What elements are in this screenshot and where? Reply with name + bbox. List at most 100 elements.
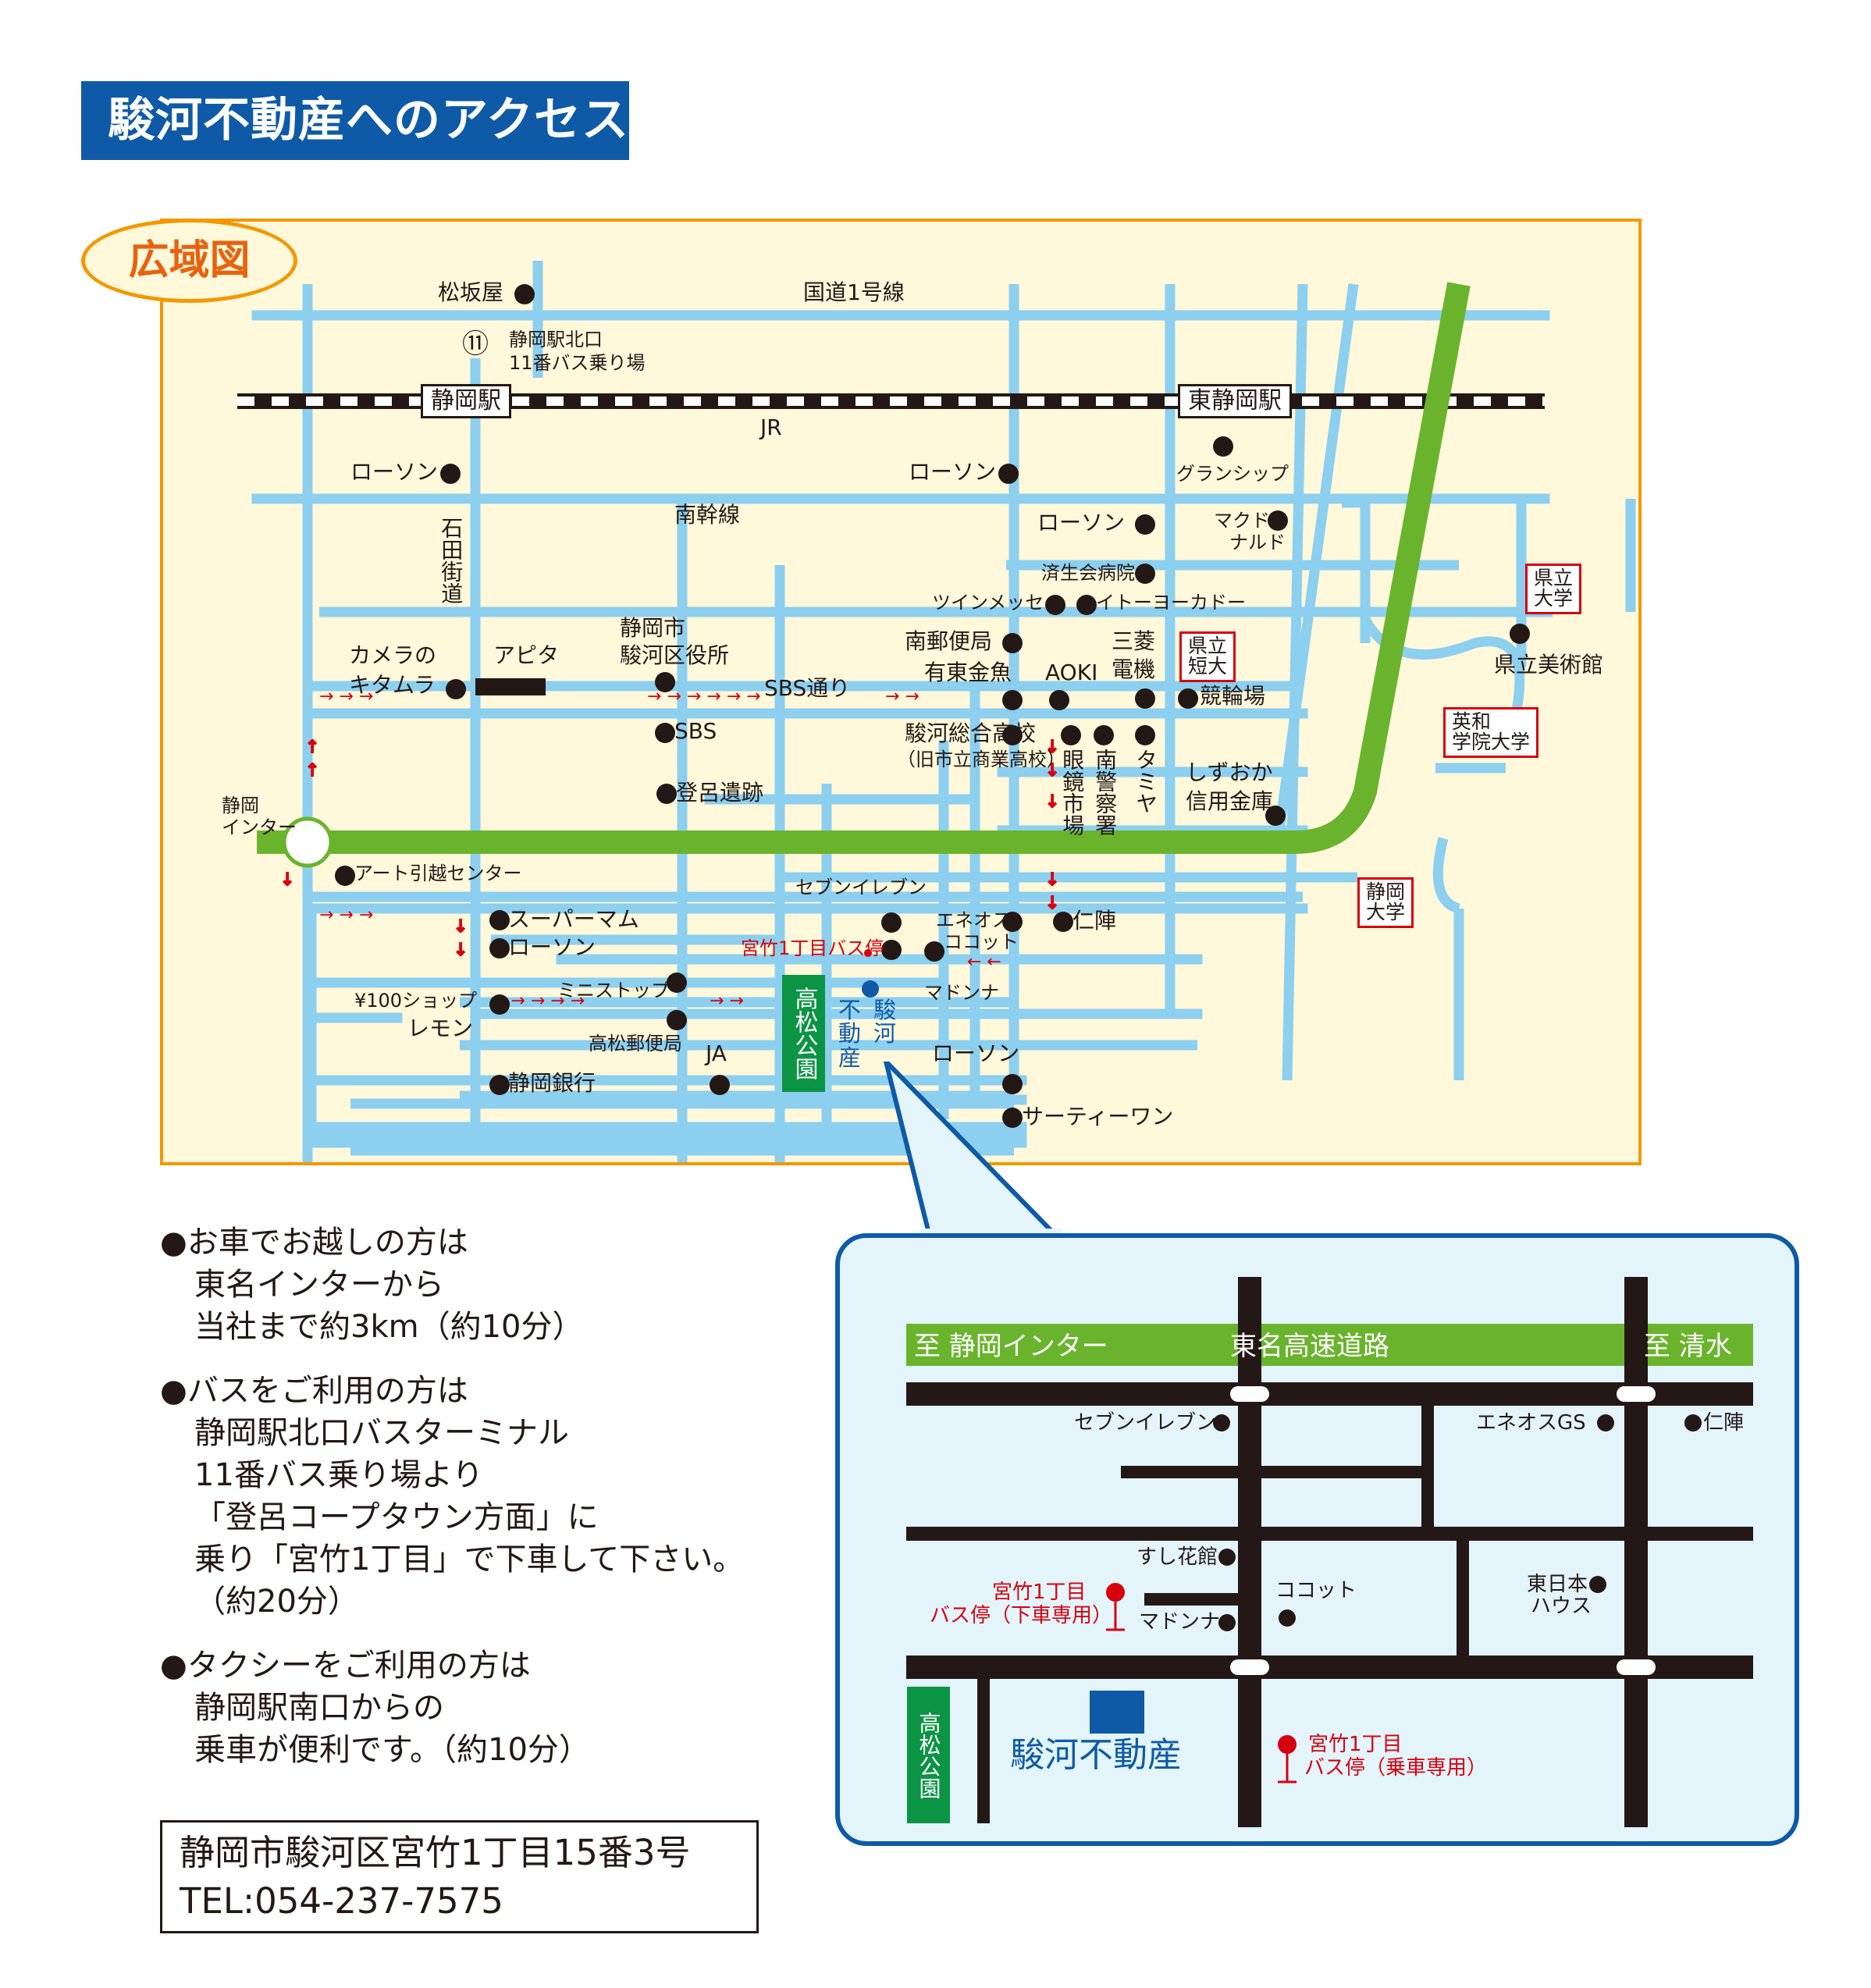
place-cocotte: ココット <box>1275 1579 1357 1602</box>
place-dot <box>335 866 355 886</box>
bus-stop-north-no: 11番バス乗り場 <box>509 352 646 374</box>
place-post-office: 南郵便局 <box>905 628 993 654</box>
place-police: 南警察署 <box>1092 749 1119 836</box>
place-dot <box>1045 595 1065 615</box>
place-art: アート引越センター <box>354 862 522 884</box>
place-city-office: 静岡市 <box>620 615 686 641</box>
place-dot <box>1002 1074 1023 1094</box>
place-camera: カメラの <box>349 642 437 668</box>
place-dot <box>1053 912 1073 932</box>
place-dot <box>1061 725 1081 745</box>
detail-map: 至 静岡インター 東名高速道路 至 清水 セブンイレブン エネオスGS 仁陣 す… <box>835 1233 1799 1846</box>
place-dot <box>1135 688 1155 709</box>
place-eneos-gs: エネオスGS <box>1476 1411 1586 1435</box>
interchange-label: 静岡 <box>222 795 259 816</box>
road-route1: 国道1号線 <box>803 279 905 305</box>
place-lawson: ローソン <box>932 1040 1020 1066</box>
place-supermam: スーパーマム <box>508 906 639 932</box>
place-dot <box>1135 564 1155 584</box>
univ-eiwa: 英和学院大学 <box>1443 707 1539 758</box>
place-dot <box>1002 725 1023 745</box>
place-madonna: マドンナ <box>1139 1610 1221 1634</box>
place-dot <box>514 284 535 304</box>
wide-area-map: → → → → → → → → → → → → → → → → → → → → … <box>160 219 1642 1165</box>
wide-map-roads: → → → → → → → → → → → → → → → → → → → → … <box>237 261 1636 1162</box>
place-higashi-nihon-house-2: ハウス <box>1531 1595 1592 1618</box>
place-seven-eleven: セブンイレブン <box>1074 1411 1217 1435</box>
svg-text:→ → →: → → → <box>319 905 373 925</box>
place-ministop: ミニストップ <box>557 980 670 1001</box>
company-marker <box>862 980 879 998</box>
place-suruga-sogo-2: （旧市立商業高校） <box>897 749 1065 770</box>
interchange-label-2: インター <box>222 816 297 838</box>
place-lawson: ローソン <box>1037 510 1126 535</box>
place-jinjin: 仁陣 <box>1072 908 1117 934</box>
svg-text:↓: ↓ <box>1045 870 1059 890</box>
place-dot <box>1218 1549 1236 1566</box>
road-jr: JR <box>760 414 782 440</box>
road-sbs-dori: SBS通り <box>764 675 851 701</box>
company-label-2: 駿河 <box>873 997 897 1047</box>
access-car: ●お車でお越しの方は 東名インターから 当社まで約3km（約10分） <box>160 1225 584 1345</box>
place-dot <box>1178 688 1198 709</box>
place-dot <box>1265 806 1286 826</box>
place-ja: JA <box>706 1040 727 1066</box>
place-keirinjo: 競輪場 <box>1200 683 1266 709</box>
place-mitsubishi-2: 電機 <box>1112 656 1156 682</box>
svg-text:← ←: ← ← <box>967 952 1001 972</box>
svg-text:→ →: → → <box>885 687 919 706</box>
address: 静岡市駿河区宮竹1丁目15番3号 <box>180 1832 691 1873</box>
place-dot <box>446 679 466 699</box>
place-kenritsu-museum: 県立美術館 <box>1494 652 1604 677</box>
place-saiseikai: 済生会病院 <box>1041 562 1135 584</box>
access-bus: ●バスをご利用の方は 静岡駅北口バスターミナル 11番バス乗り場より 「登呂コー… <box>160 1373 745 1620</box>
place-dot <box>1597 1414 1614 1431</box>
station-shizuoka: 静岡駅 <box>421 384 511 418</box>
place-takamatsu-post: 高松郵便局 <box>589 1033 682 1054</box>
svg-text:↑: ↑ <box>305 761 319 781</box>
place-matsuzakaya: 松坂屋 <box>438 279 504 305</box>
place-dot <box>489 938 510 958</box>
bus-stop-number: ⑪ <box>462 329 489 360</box>
bus-stop-pin-icon <box>1106 1583 1125 1631</box>
svg-text:↓: ↓ <box>1045 894 1059 913</box>
place-100yen-2: レモン <box>407 1015 474 1041</box>
bus-stop-off: 宮竹1丁目 <box>992 1581 1087 1604</box>
bus-stop-on: 宮竹1丁目 <box>1308 1733 1403 1756</box>
svg-text:↓: ↓ <box>1045 738 1059 757</box>
overpass-marker <box>1230 1386 1269 1402</box>
place-dot <box>667 1010 687 1030</box>
place-dot <box>881 940 902 960</box>
svg-text:↓: ↓ <box>1045 792 1059 812</box>
place-dot <box>710 1075 730 1095</box>
place-city-office-2: 駿河区役所 <box>620 642 730 668</box>
place-megane: 眼鏡市場 <box>1059 749 1086 836</box>
place-dot <box>1002 1108 1023 1128</box>
bus-stop-miyatake: 宮竹1丁目バス停 <box>741 937 884 959</box>
phone-number[interactable]: TEL:054-237-7575 <box>180 1880 503 1922</box>
univ-kenritsu: 県立大学 <box>1525 564 1582 614</box>
place-dot <box>655 723 675 743</box>
address-box: 静岡市駿河区宮竹1丁目15番3号 TEL:054-237-7575 <box>160 1820 759 1933</box>
svg-text:↓: ↓ <box>454 941 468 960</box>
place-dot <box>489 994 510 1015</box>
place-grandship: グランシップ <box>1176 463 1289 485</box>
place-camera-2: キタムラ <box>349 672 436 698</box>
place-tamiya: タミヤ <box>1133 749 1159 814</box>
svg-text:↓: ↓ <box>280 870 294 890</box>
place-dot <box>1684 1414 1702 1431</box>
place-dot <box>1135 514 1155 535</box>
place-dot <box>1002 633 1023 653</box>
place-sushi: すし花館 <box>1136 1545 1218 1569</box>
bus-stop-on-2: バス停（乗車専用） <box>1304 1756 1488 1780</box>
place-apita: アピタ <box>493 642 560 668</box>
place-dot <box>924 941 944 962</box>
callout-pointer <box>884 1062 1062 1241</box>
place-dot <box>1213 1414 1230 1431</box>
highway-name: 東名高速道路 <box>1230 1331 1389 1362</box>
park-takamatsu: 高松公園 <box>782 975 825 1092</box>
place-dot <box>1076 595 1097 615</box>
place-dot <box>1589 1576 1606 1593</box>
place-dot <box>1049 690 1069 710</box>
company-name: 駿河不動産 <box>1010 1735 1182 1775</box>
